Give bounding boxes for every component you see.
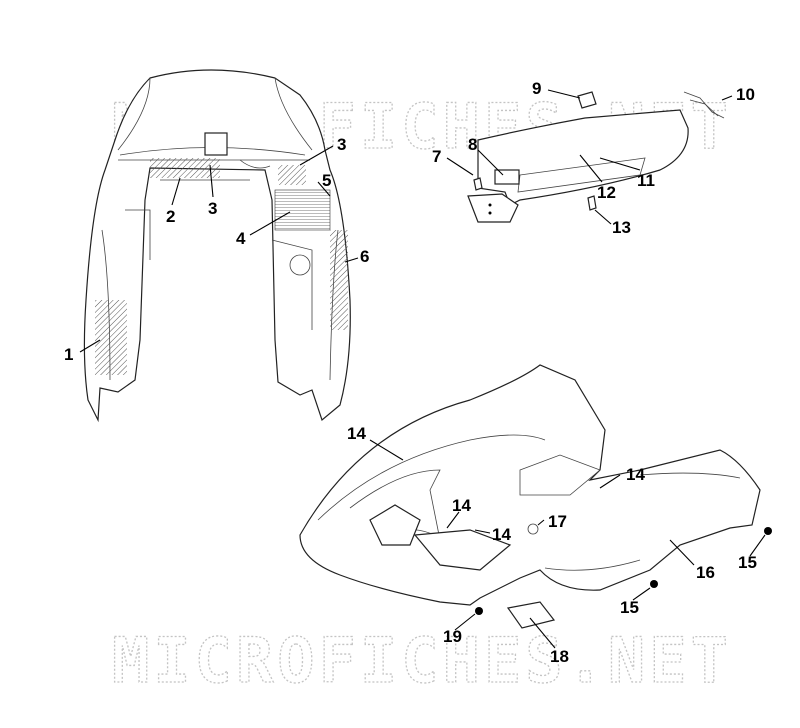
watermark-bottom: MICROFICHES.NET [112,624,732,697]
callout-18: 18 [550,647,569,666]
callout-14c: 14 [452,496,471,515]
callout-12: 12 [597,183,616,202]
callout-3a: 3 [208,199,217,218]
callout-7: 7 [432,147,441,166]
hood-assembly [83,69,351,423]
callout-6: 6 [360,247,369,266]
callout-16: 16 [696,563,715,582]
callout-13: 13 [612,218,631,237]
callout-14a: 14 [347,424,366,443]
callout-9: 9 [532,79,541,98]
callout-5: 5 [322,171,331,190]
side-panel-assembly [467,91,725,223]
callout-19: 19 [443,627,462,646]
callout-2: 2 [166,207,175,226]
callout-15a: 15 [738,553,757,572]
callout-labels: 1 2 3 3 4 5 6 7 8 9 10 11 12 13 14 14 14… [64,79,757,666]
callout-1: 1 [64,345,73,364]
callout-14d: 14 [492,525,511,544]
callout-8: 8 [468,135,477,154]
callout-3b: 3 [337,135,346,154]
callout-15b: 15 [620,598,639,617]
belly-pan-assembly [299,364,772,629]
callout-10: 10 [736,85,755,104]
callout-14b: 14 [626,465,645,484]
leader-lines [79,89,766,649]
callout-17: 17 [548,512,567,531]
callout-4: 4 [236,229,246,248]
callout-11: 11 [637,171,655,190]
